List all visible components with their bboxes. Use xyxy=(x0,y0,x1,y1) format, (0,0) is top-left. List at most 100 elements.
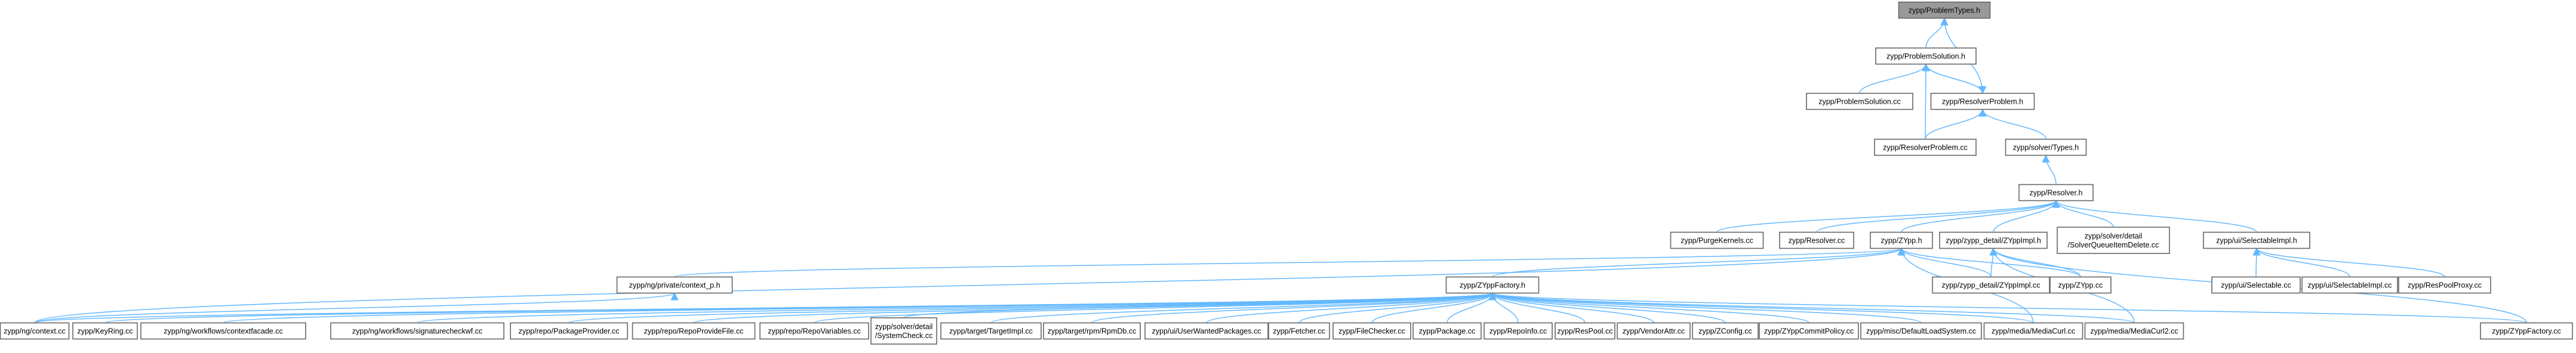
edge-n_zypp_cc-to-n_zypp_h xyxy=(1897,247,2081,277)
node-box xyxy=(2480,322,2573,340)
node-label: zypp/ResPoolProxy.cc xyxy=(2408,281,2482,290)
node-label: zypp/ResPool.cc xyxy=(1557,327,1612,336)
graph-node-selectable-cc[interactable]: zypp/ui/Selectable.cc xyxy=(2211,276,2301,294)
graph-node-rpmdb-cc[interactable]: zypp/target/rpm/RpmDb.cc xyxy=(1043,322,1141,340)
node-label: zypp/KeyRing.cc xyxy=(77,327,133,336)
graph-node-zyppcommitpolicy-cc[interactable]: zypp/ZYppCommitPolicy.cc xyxy=(1759,322,1859,340)
node-label: zypp/ui/UserWantedPackages.cc xyxy=(1152,327,1261,336)
node-label: zypp/Package.cc xyxy=(1419,327,1476,336)
graph-node-purgekernels-cc[interactable]: zypp/PurgeKernels.cc xyxy=(1670,231,1764,249)
node-label: zypp/PurgeKernels.cc xyxy=(1681,237,1753,245)
edge-n_resolverproblem_cc-to-n_resolverproblem_h xyxy=(1925,109,1987,140)
graph-node-selectableimpl-cc[interactable]: zypp/ui/SelectableImpl.cc xyxy=(2301,276,2398,294)
graph-node-packageprovider-cc[interactable]: zypp/repo/PackageProvider.cc xyxy=(510,322,628,340)
node-box xyxy=(72,322,138,340)
graph-node-problemsolution-h[interactable]: zypp/ProblemSolution.h xyxy=(1875,47,1977,65)
node-box xyxy=(1806,92,1913,110)
node-label: zypp/ZYppCommitPolicy.cc xyxy=(1764,327,1854,336)
node-label: zypp/VendorAttr.cc xyxy=(1623,327,1685,336)
node-label: zypp/repo/RepoVariables.cc xyxy=(768,327,860,336)
edge-n_resolverproblem_cc-to-n_problemsolution_h xyxy=(1922,63,1930,140)
graph-node-selectableimpl-h[interactable]: zypp/ui/SelectableImpl.h xyxy=(2203,231,2310,249)
graph-node-mediacurl2-cc[interactable]: zypp/media/MediaCurl2.cc xyxy=(2084,322,2184,340)
graph-node-repovariables-cc[interactable]: zypp/repo/RepoVariables.cc xyxy=(759,322,869,340)
graph-node-zyppfactory-cc[interactable]: zypp/ZYppFactory.cc xyxy=(2480,322,2573,340)
node-label: zypp/ResolverProblem.cc xyxy=(1883,144,1968,152)
node-box xyxy=(1043,322,1141,340)
node-label: zypp/ui/SelectableImpl.cc xyxy=(2307,281,2392,290)
graph-node-zyppimpl-cc[interactable]: zypp/zypp_detail/ZYppImpl.cc xyxy=(1932,276,2050,294)
graph-node-resolver-h[interactable]: zypp/Resolver.h xyxy=(2018,184,2094,202)
edge-n_resolver_h-to-n_solver_types_h xyxy=(2042,154,2057,185)
node-box xyxy=(1898,1,1991,19)
graph-node-zyppfactory-h[interactable]: zypp/ZYppFactory.h xyxy=(1445,276,1540,294)
graph-node-repoprovidefile-cc[interactable]: zypp/repo/RepoProvideFile.cc xyxy=(632,322,756,340)
graph-node-zypp-h[interactable]: zypp/ZYpp.h xyxy=(1870,231,1933,249)
graph-node-systemcheck-cc[interactable]: zypp/solver/detail/SystemCheck.cc xyxy=(870,317,937,345)
graph-node-ng-context-cc[interactable]: zypp/ng/context.cc xyxy=(0,322,70,340)
graph-node-targetimpl-cc[interactable]: zypp/target/TargetImpl.cc xyxy=(940,322,1042,340)
node-box xyxy=(2211,276,2301,294)
graph-node-filechecker-cc[interactable]: zypp/FileChecker.cc xyxy=(1332,322,1411,340)
graph-node-solverqueue-cc[interactable]: zypp/solver/detail/SolverQueueItemDelete… xyxy=(2057,227,2170,254)
edge-n_selectableimpl_cc-to-n_selectableimpl_h xyxy=(2252,247,2350,277)
graph-node-resolver-cc[interactable]: zypp/Resolver.cc xyxy=(1779,231,1854,249)
node-label: zypp/target/rpm/RpmDb.cc xyxy=(1048,327,1137,336)
graph-node-zconfig-cc[interactable]: zypp/ZConfig.cc xyxy=(1692,322,1759,340)
graph-node-respool-cc[interactable]: zypp/ResPool.cc xyxy=(1555,322,1615,340)
edge-n_systemcheck_cc-to-n_zyppfactory_h xyxy=(903,292,1497,318)
graph-node-resolverproblem-cc[interactable]: zypp/ResolverProblem.cc xyxy=(1874,138,1977,156)
graph-node-problemtypes-h: zypp/ProblemTypes.h xyxy=(1898,1,1991,19)
graph-node-zypp-cc[interactable]: zypp/ZYpp.cc xyxy=(2049,276,2112,294)
node-label: zypp/ng/private/context_p.h xyxy=(629,281,721,290)
node-label: zypp/ZYppFactory.cc xyxy=(2492,327,2561,336)
node-box xyxy=(1268,322,1330,340)
edge-n_resolver_cc-to-n_resolver_h xyxy=(1816,200,2060,233)
edge-n_zypp_h-to-n_resolver_h xyxy=(1901,200,2060,233)
graph-node-userwanted-cc[interactable]: zypp/ui/UserWantedPackages.cc xyxy=(1144,322,1269,340)
graph-node-vendorattr-cc[interactable]: zypp/VendorAttr.cc xyxy=(1617,322,1691,340)
node-label: zypp/ResolverProblem.h xyxy=(1942,98,2023,106)
node-box xyxy=(1932,276,2050,294)
graph-node-contextfacade-cc[interactable]: zypp/ng/workflows/contextfacade.cc xyxy=(140,322,306,340)
node-box xyxy=(1692,322,1759,340)
graph-node-repoinfo-cc[interactable]: zypp/RepoInfo.cc xyxy=(1484,322,1553,340)
node-label: zypp/ZConfig.cc xyxy=(1698,327,1752,336)
node-box xyxy=(2005,138,2087,156)
node-box xyxy=(1874,138,1977,156)
node-label: zypp/ProblemTypes.h xyxy=(1909,7,1980,15)
graph-node-zyppimpl-h[interactable]: zypp/zypp_detail/ZYppImpl.h xyxy=(1939,231,2048,249)
edge-n_solver_types_h-to-n_resolverproblem_h xyxy=(1978,109,2046,140)
graph-node-package-cc[interactable]: zypp/Package.cc xyxy=(1412,322,1482,340)
node-label: zypp/ui/SelectableImpl.h xyxy=(2216,237,2297,245)
graph-node-solver-types-h[interactable]: zypp/solver/Types.h xyxy=(2005,138,2087,156)
graph-node-mediacurl-cc[interactable]: zypp/media/MediaCurl.cc xyxy=(1983,322,2083,340)
edge-n_problemsolution_cc-to-n_problemsolution_h xyxy=(1859,63,1930,94)
node-label: zypp/FileChecker.cc xyxy=(1338,327,1405,336)
graph-node-resolverproblem-h[interactable]: zypp/ResolverProblem.h xyxy=(1930,92,2035,110)
graph-node-respoolproxy-cc[interactable]: zypp/ResPoolProxy.cc xyxy=(2398,276,2491,294)
graph-node-fetcher-cc[interactable]: zypp/Fetcher.cc xyxy=(1268,322,1330,340)
node-label: zypp/Fetcher.cc xyxy=(1273,327,1325,336)
node-box xyxy=(2084,322,2184,340)
node-box xyxy=(616,276,733,294)
edge-n_zyppfactory_cc-to-n_zyppfactory_h xyxy=(1489,292,2527,324)
graph-node-defaultloadsystem-cc[interactable]: zypp/misc/DefaultLoadSystem.cc xyxy=(1860,322,1982,340)
node-label: zypp/ui/Selectable.cc xyxy=(2221,281,2291,290)
node-label: zypp/ng/workflows/signaturecheckwf.cc xyxy=(352,327,482,336)
graph-node-context-p-h[interactable]: zypp/ng/private/context_p.h xyxy=(616,276,733,294)
graph-node-keyring-cc[interactable]: zypp/KeyRing.cc xyxy=(72,322,138,340)
graph-node-signaturecheck-cc[interactable]: zypp/ng/workflows/signaturecheckwf.cc xyxy=(330,322,504,340)
edge-n_filechecker_cc-to-n_zyppfactory_h xyxy=(1371,292,1497,323)
node-label: zypp/repo/RepoProvideFile.cc xyxy=(644,327,744,336)
node-box xyxy=(1144,322,1269,340)
node-box xyxy=(1939,231,2048,249)
edge-n_context_p_h-to-n_zypp_h xyxy=(674,247,1905,278)
edge-n_vendorattr_cc-to-n_zyppfactory_h xyxy=(1488,292,1654,323)
graph-node-problemsolution-cc[interactable]: zypp/ProblemSolution.cc xyxy=(1806,92,1913,110)
node-box xyxy=(1445,276,1540,294)
node-box xyxy=(2203,231,2310,249)
edge-n_mediacurl_cc-to-n_zyppfactory_h xyxy=(1488,292,2034,324)
node-label: zypp/ZYpp.h xyxy=(1881,237,1922,245)
